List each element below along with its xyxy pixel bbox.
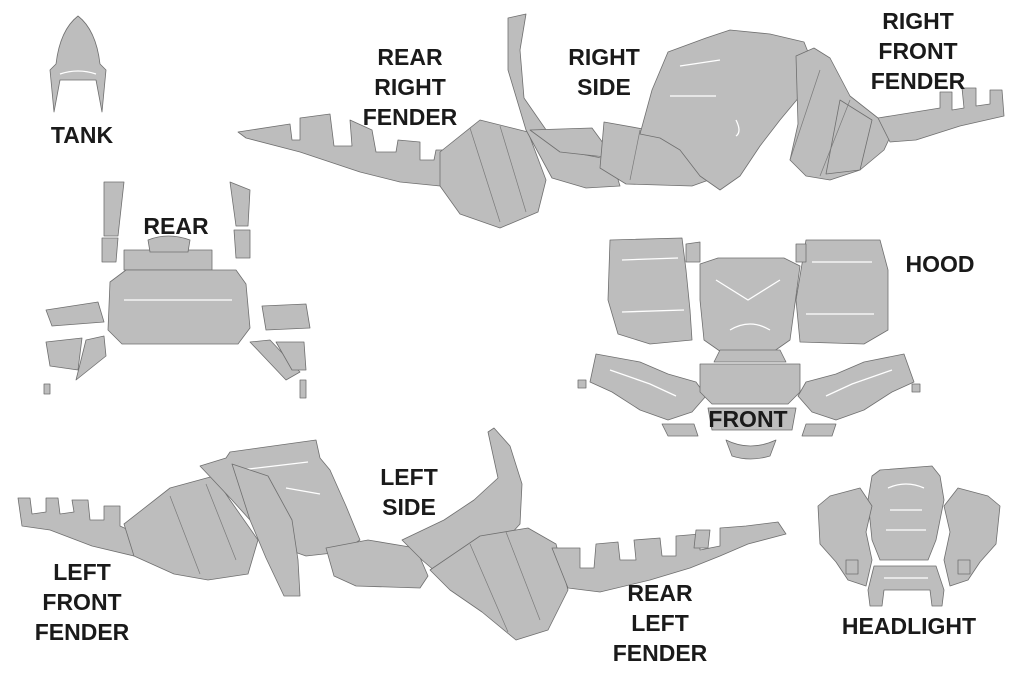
headlight-pieces: [817, 465, 1001, 607]
label-right-side: RIGHT SIDE: [554, 42, 654, 102]
label-rear-right-fender: REAR RIGHT FENDER: [350, 42, 470, 132]
label-front-line-1: FRONT: [708, 406, 788, 432]
label-left-front-fender-line-1: LEFT: [53, 559, 111, 585]
label-rear-right-fender-line-1: REAR: [377, 44, 443, 70]
label-rear-left-fender: REAR LEFT FENDER: [600, 578, 720, 668]
front-pieces: [577, 353, 921, 460]
label-rear-line-1: REAR: [143, 213, 209, 239]
label-left-side: LEFT SIDE: [366, 462, 452, 522]
label-left-front-fender-line-3: FENDER: [34, 619, 130, 645]
hood-pieces: [607, 237, 889, 363]
label-right-front-fender-line-2: FRONT: [878, 38, 958, 64]
rear-pieces: [43, 181, 311, 399]
label-right-front-fender: RIGHT FRONT FENDER: [858, 6, 978, 96]
label-rear-right-fender-line-2: RIGHT: [374, 74, 446, 100]
label-rear-left-fender-line-1: REAR: [627, 580, 693, 606]
label-tank-line-1: TANK: [50, 122, 114, 148]
label-left-side-line-1: LEFT: [380, 464, 438, 490]
label-hood: HOOD: [892, 249, 988, 279]
label-rear: REAR: [128, 211, 224, 241]
label-rear-left-fender-line-3: FENDER: [612, 640, 708, 666]
label-front: FRONT: [696, 404, 800, 434]
label-left-front-fender-line-2: FRONT: [42, 589, 122, 615]
label-left-side-line-2: SIDE: [382, 494, 436, 520]
label-rear-right-fender-line-3: FENDER: [362, 104, 458, 130]
label-headlight-line-1: HEADLIGHT: [841, 613, 977, 639]
rear-left-fender-pieces: [551, 521, 787, 593]
label-headlight: HEADLIGHT: [826, 611, 992, 641]
left-front-fender-pieces: [17, 439, 361, 597]
label-right-side-line-2: SIDE: [577, 74, 631, 100]
label-right-front-fender-line-3: FENDER: [870, 68, 966, 94]
rear-right-fender-pieces: [237, 13, 721, 229]
label-right-side-line-1: RIGHT: [568, 44, 640, 70]
right-front-fender-pieces: [639, 29, 1005, 191]
label-hood-line-1: HOOD: [905, 251, 975, 277]
label-rear-left-fender-line-2: LEFT: [631, 610, 689, 636]
label-left-front-fender: LEFT FRONT FENDER: [22, 557, 142, 647]
tank-pieces: [49, 15, 107, 113]
left-side-pieces: [325, 427, 569, 641]
label-tank: TANK: [34, 120, 130, 150]
label-right-front-fender-line-1: RIGHT: [882, 8, 954, 34]
